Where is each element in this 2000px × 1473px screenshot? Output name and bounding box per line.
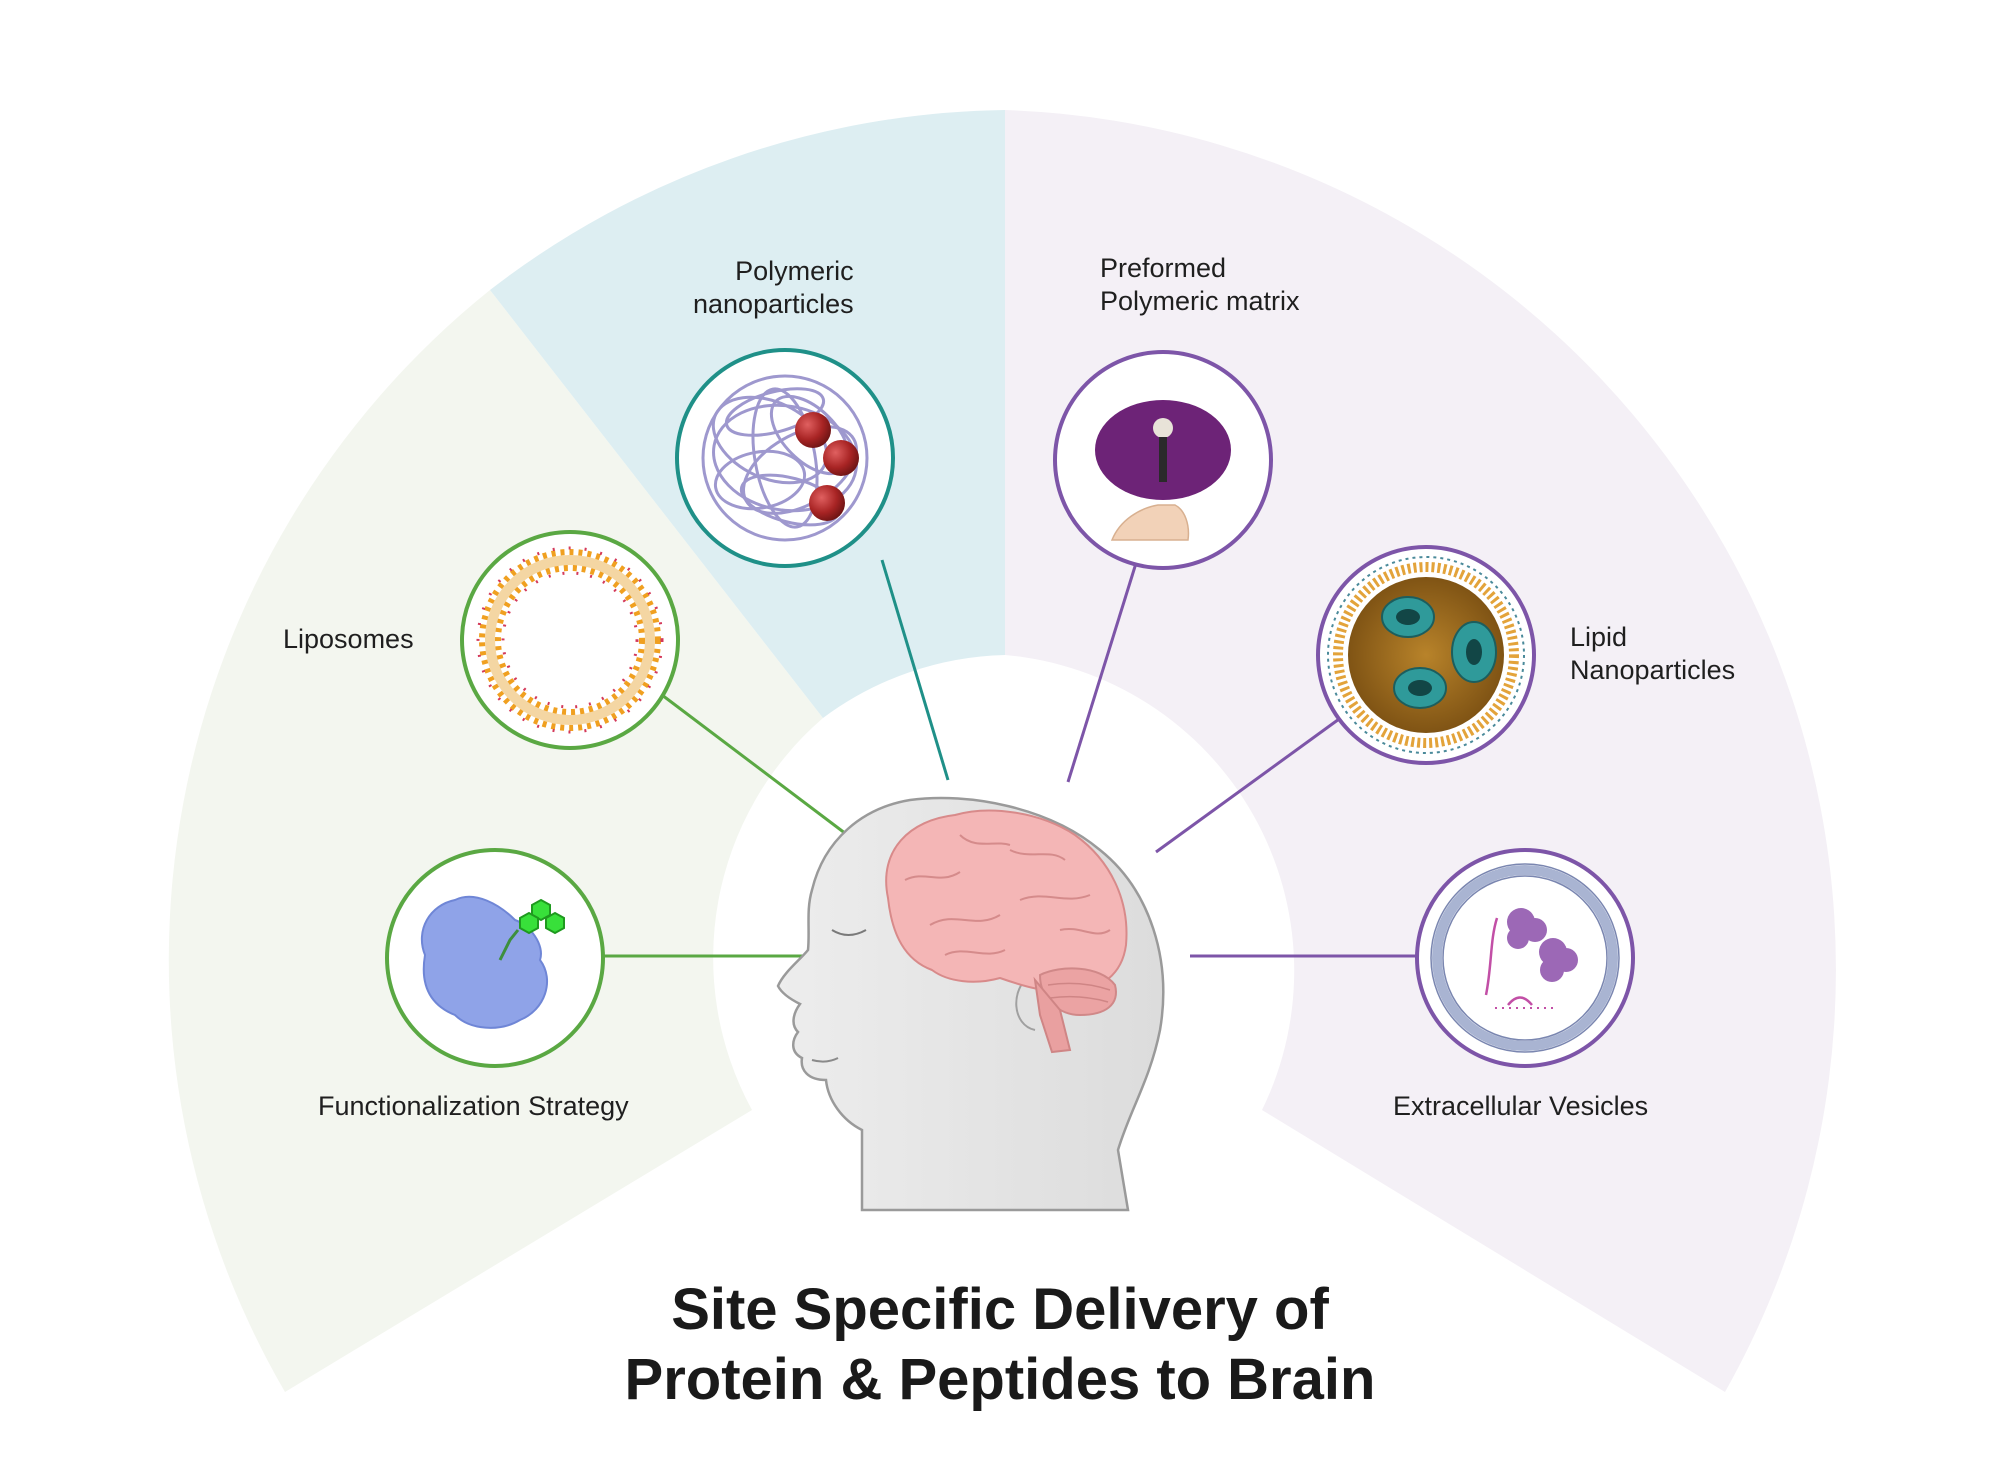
title-line-2: Protein & Peptides to Brain <box>624 1347 1376 1412</box>
label-functionalization-text: Functionalization Strategy <box>318 1091 629 1121</box>
preformed-matrix-icon <box>1053 350 1273 570</box>
connector-liposomes <box>657 690 863 848</box>
connector-lipid <box>1155 712 1347 854</box>
hand-shape <box>1110 504 1190 541</box>
label-polymeric-line-1: Polymeric <box>735 256 854 286</box>
label-extracellular-vesicles: Extracellular Vesicles <box>1393 1090 1648 1123</box>
extracellular-vesicle-icon <box>1415 848 1635 1068</box>
label-functionalization-strategy: Functionalization Strategy <box>318 1090 629 1123</box>
brain-cerebrum <box>885 809 1128 993</box>
mouth-line <box>811 1057 839 1063</box>
label-lipid-line-1: Lipid <box>1570 622 1628 652</box>
label-liposomes: Liposomes <box>283 623 414 656</box>
label-extracellular-text: Extracellular Vesicles <box>1393 1091 1649 1121</box>
polymeric-nanoparticle-icon <box>675 348 895 568</box>
functionalization-icon <box>385 848 605 1068</box>
connector-preformed <box>1066 559 1139 783</box>
label-polymeric-nanoparticles: Polymeric nanoparticles <box>693 255 854 321</box>
label-preformed-line-1: Preformed <box>1100 253 1227 283</box>
sector-green <box>168 290 823 1392</box>
connector-polymeric <box>880 559 950 781</box>
protein-shape <box>420 895 549 1029</box>
brain-stem <box>1033 976 1072 1054</box>
label-lipid-nanoparticles: Lipid Nanoparticles <box>1570 621 1735 687</box>
diagram-title: Site Specific Delivery of Protein & Pept… <box>0 1275 2000 1415</box>
label-preformed-line-2: Polymeric matrix <box>1100 286 1300 316</box>
liposome-icon <box>460 530 680 750</box>
lipid-nanoparticle-icon <box>1316 545 1536 765</box>
label-lipid-line-2: Nanoparticles <box>1570 655 1736 685</box>
closed-eye <box>831 929 867 936</box>
label-preformed-polymeric-matrix: Preformed Polymeric matrix <box>1100 252 1300 318</box>
label-polymeric-line-2: nanoparticles <box>693 289 854 319</box>
brain-illustration <box>885 809 1128 1054</box>
title-line-1: Site Specific Delivery of <box>671 1277 1329 1342</box>
label-liposomes-text: Liposomes <box>283 624 414 654</box>
